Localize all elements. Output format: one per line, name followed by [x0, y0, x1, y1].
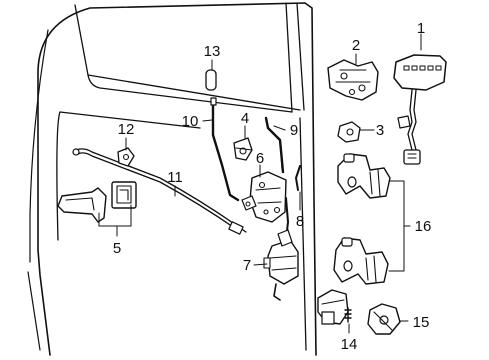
- callout-13: 13: [204, 43, 221, 60]
- part-2-hinge-plate: [327, 59, 379, 101]
- part-5-inside-handle: [57, 181, 137, 223]
- part-16-lower-hinge: [333, 237, 389, 285]
- callout-8: 8: [296, 213, 304, 230]
- callout-14: 14: [341, 336, 358, 353]
- part-16-upper-hinge: [337, 153, 391, 199]
- callout-11: 11: [167, 169, 183, 186]
- part-11-cable: [72, 148, 247, 235]
- part-13-cap: [205, 69, 217, 91]
- door-outline: [27, 2, 317, 356]
- part-10-rod: [210, 97, 240, 202]
- part-1-outside-handle: [393, 54, 447, 165]
- part-7-actuator: [263, 197, 299, 301]
- callout-9: 9: [290, 122, 298, 139]
- callout-15: 15: [413, 314, 430, 331]
- leader-7: [253, 263, 268, 266]
- callout-1: 1: [417, 20, 425, 37]
- callout-numbers: 1 2 3 4 5 6 7 8 9 10 11 12 13 14 15 16: [113, 20, 432, 353]
- leader-5: [98, 204, 132, 237]
- leader-lines: [98, 33, 422, 334]
- callout-2: 2: [352, 37, 360, 54]
- callout-3: 3: [376, 122, 384, 139]
- leader-16: [388, 180, 411, 272]
- leader-10: [202, 119, 213, 122]
- callout-12: 12: [118, 121, 135, 138]
- part-6-latch: [241, 171, 287, 223]
- part-14-bolt: [317, 289, 352, 325]
- callout-6: 6: [256, 150, 264, 167]
- callout-4: 4: [241, 110, 249, 127]
- part-12-clip: [117, 147, 135, 167]
- leader-9: [273, 125, 286, 131]
- part-9-rod: [264, 116, 285, 174]
- callout-7: 7: [243, 257, 251, 274]
- callout-10: 10: [182, 113, 199, 130]
- part-3-bracket: [337, 121, 361, 143]
- callout-16: 16: [415, 218, 432, 235]
- callout-5: 5: [113, 240, 121, 257]
- part-4-bracket: [233, 137, 253, 161]
- part-8-rod: [295, 165, 301, 191]
- part-15-clip: [367, 303, 401, 335]
